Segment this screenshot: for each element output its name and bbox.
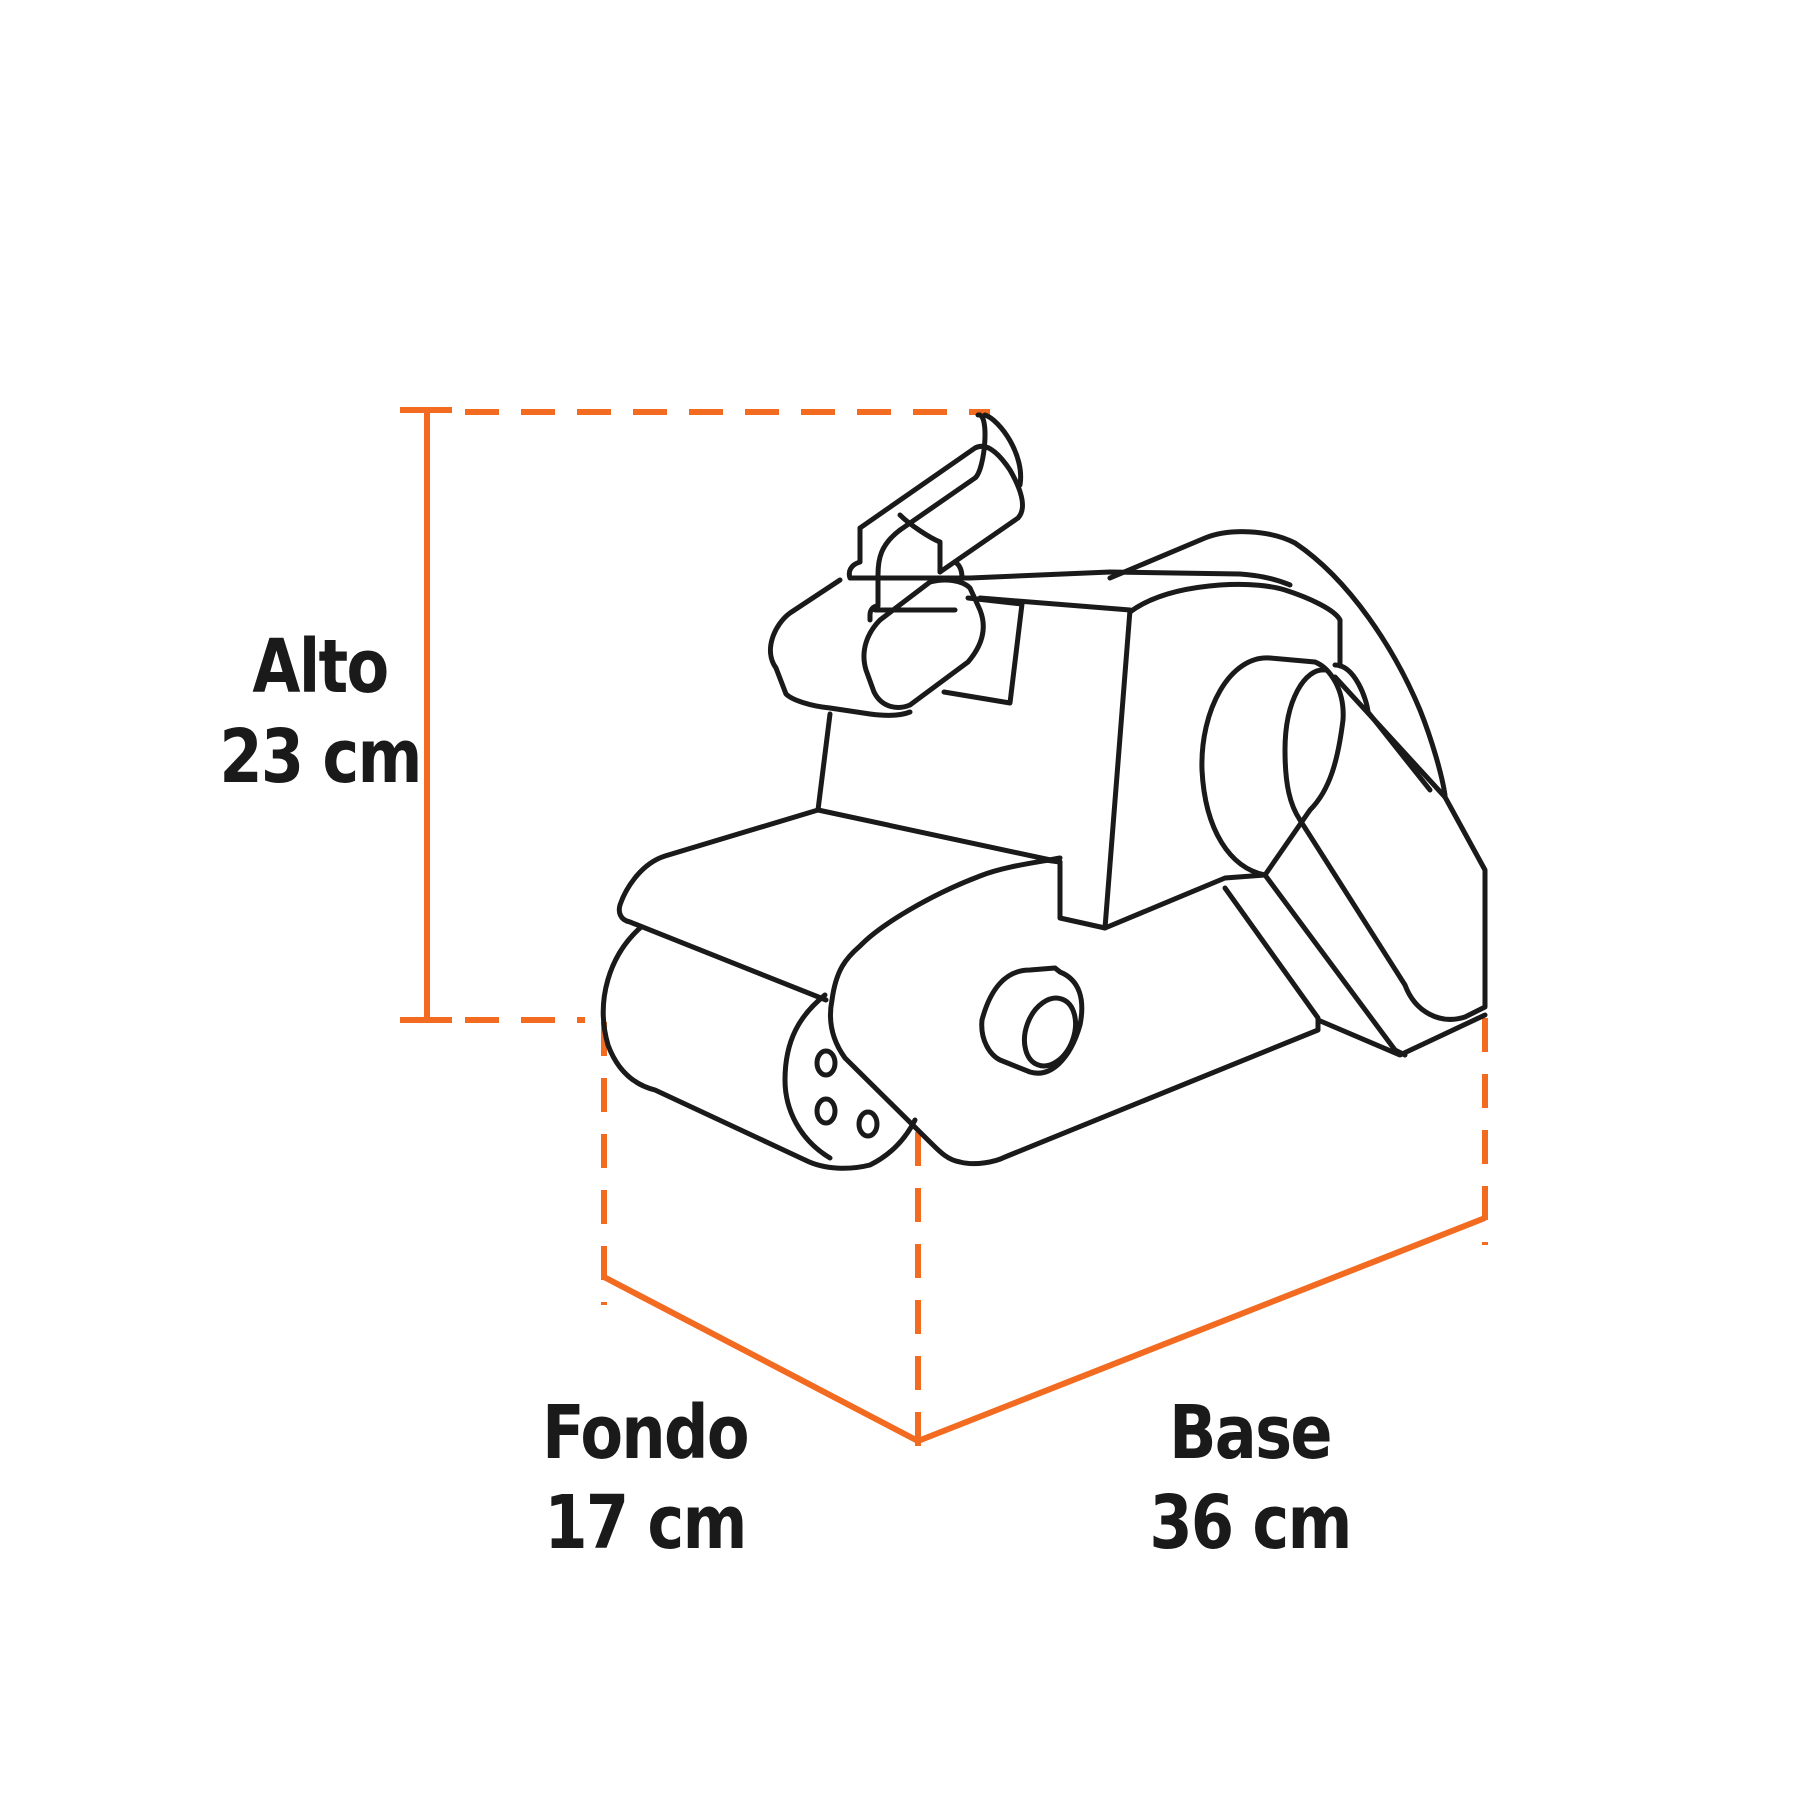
base-value: 36 cm xyxy=(1149,1480,1352,1567)
fondo-value: 17 cm xyxy=(544,1480,747,1567)
base-label: Base xyxy=(1169,1390,1332,1476)
alto-value: 23 cm xyxy=(219,714,422,801)
base-dimension-label: Base 36 cm xyxy=(1124,1388,1376,1569)
base-dimension-line xyxy=(916,1215,1487,1444)
fondo-label: Fondo xyxy=(542,1390,749,1476)
alto-dimension-label: Alto 23 cm xyxy=(202,622,437,803)
belt-sander-illustration xyxy=(600,412,1488,1171)
fondo-dimension-label: Fondo 17 cm xyxy=(523,1388,767,1569)
alto-label: Alto xyxy=(252,624,389,710)
dimension-lines xyxy=(400,407,1488,1468)
fondo-dimension-line xyxy=(602,1274,920,1444)
